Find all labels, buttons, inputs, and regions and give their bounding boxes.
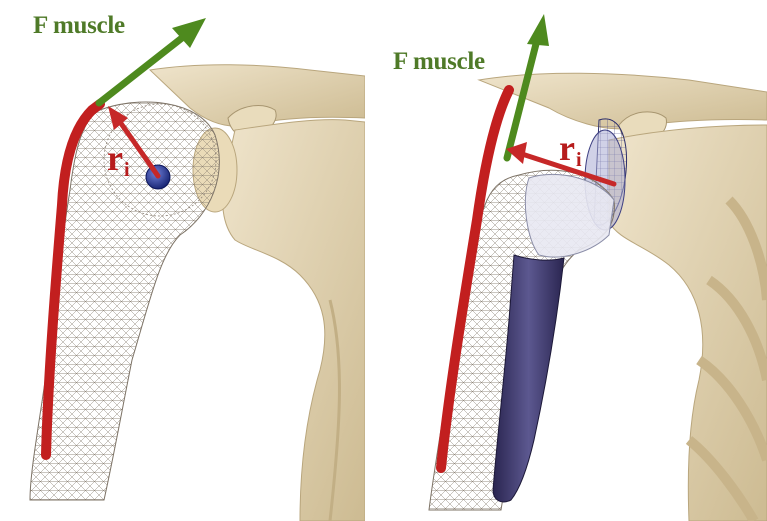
force-vector-arrowhead [527, 14, 549, 46]
moment-arm-subscript: i [576, 149, 582, 171]
shoulder-scene-right [369, 0, 767, 521]
force-label: F muscle [393, 48, 485, 76]
moment-arm-subscript: i [124, 159, 130, 181]
shoulder-scene-left [0, 0, 365, 521]
moment-arm-symbol: r [559, 128, 575, 168]
moment-arm-label: ri [559, 130, 582, 166]
moment-arm-symbol: r [107, 138, 123, 178]
scapula [222, 120, 365, 521]
force-label: F muscle [33, 12, 125, 40]
moment-arm-label: ri [107, 140, 130, 176]
panel-anatomical: F muscle ri [0, 0, 365, 521]
panel-prosthesis: F muscle ri [369, 0, 767, 521]
